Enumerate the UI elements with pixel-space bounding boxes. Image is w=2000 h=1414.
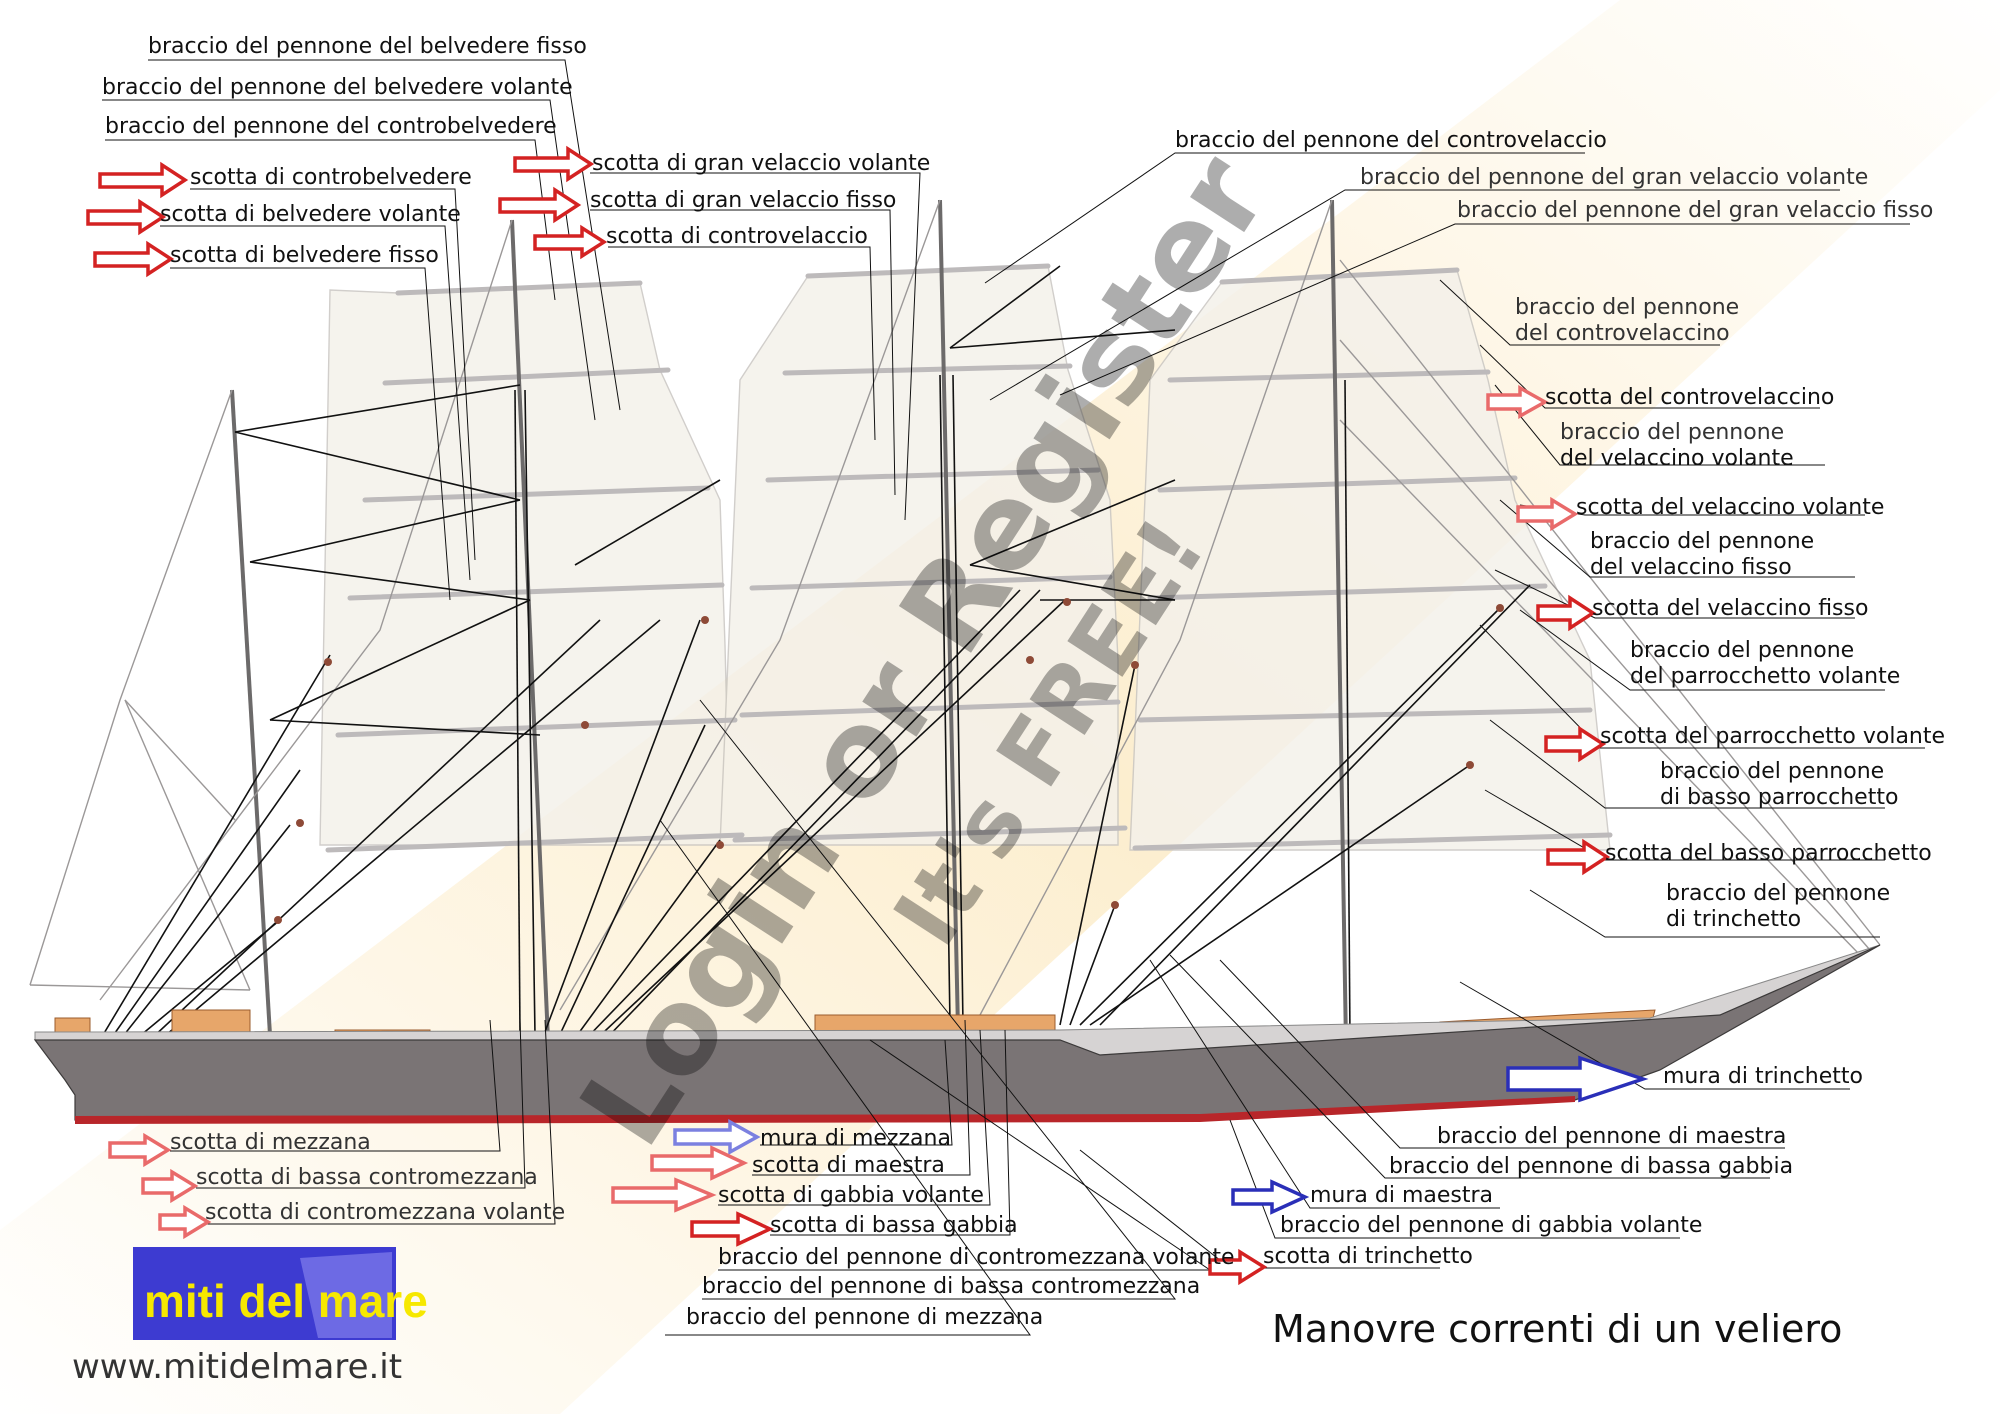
label-scotta-controvelaccino: scotta del controvelaccino: [1545, 385, 1834, 410]
label-scotta-controbelvedere: scotta di controbelvedere: [190, 165, 472, 190]
label-braccio-gran-velaccio-fisso: braccio del pennone del gran velaccio fi…: [1457, 198, 1933, 223]
arrow-scotta-belvedere-volante: [86, 198, 167, 236]
label-braccio-bassa-gabbia: braccio del pennone di bassa gabbia: [1389, 1154, 1793, 1179]
label-braccio-contromezzana-volante: braccio del pennone di contromezzana vol…: [718, 1245, 1235, 1270]
label-braccio-velaccino-fisso-1: braccio del pennone: [1590, 529, 1814, 554]
arrow-scotta-controvelaccino: [1486, 385, 1549, 419]
label-scotta-bassa-gabbia: scotta di bassa gabbia: [770, 1213, 1018, 1238]
diagram-title: Manovre correnti di un veliero: [1272, 1307, 1842, 1351]
label-scotta-bassa-contromezzana: scotta di bassa contromezzana: [196, 1165, 538, 1190]
arrow-scotta-gabbia-volante: [611, 1177, 717, 1213]
label-braccio-gabbia-volante: braccio del pennone di gabbia volante: [1280, 1213, 1702, 1238]
label-braccio-parrocchetto-volante-1: braccio del pennone: [1630, 638, 1854, 663]
website-url: www.mitidelmare.it: [72, 1347, 402, 1387]
label-mura-trinchetto: mura di trinchetto: [1663, 1064, 1863, 1089]
arrow-scotta-mezzana: [108, 1132, 172, 1168]
rigging-blocks: [274, 598, 1504, 924]
label-braccio-velaccino-volante-2: del velaccino volante: [1560, 446, 1794, 471]
label-braccio-controvelaccino-1: braccio del pennone: [1515, 295, 1739, 320]
label-scotta-gran-velaccio-fisso: scotta di gran velaccio fisso: [590, 188, 896, 213]
label-braccio-basso-parrocchetto-2: di basso parrocchetto: [1660, 785, 1898, 810]
arrow-scotta-bassa-gabbia: [690, 1211, 775, 1247]
label-braccio-maestra: braccio del pennone di maestra: [1437, 1124, 1786, 1149]
main-sails: [719, 265, 1119, 846]
label-braccio-belvedere-volante: braccio del pennone del belvedere volant…: [102, 75, 573, 100]
label-scotta-trinchetto: scotta di trinchetto: [1263, 1244, 1473, 1269]
label-braccio-velaccino-volante-1: braccio del pennone: [1560, 420, 1784, 445]
logo: miti del mare: [133, 1247, 428, 1340]
arrow-scotta-gran-velaccio-volante: [513, 145, 595, 183]
logo-text: miti del mare: [144, 1275, 428, 1327]
label-scotta-contromezzana-volante: scotta di contromezzana volante: [205, 1200, 565, 1225]
label-scotta-gran-velaccio-volante: scotta di gran velaccio volante: [592, 151, 930, 176]
label-mura-mezzana: mura di mezzana: [760, 1126, 951, 1151]
arrows: [86, 145, 1649, 1286]
arrow-mura-maestra: [1231, 1179, 1310, 1215]
label-braccio-parrocchetto-volante-2: del parrocchetto volante: [1630, 664, 1900, 689]
arrow-scotta-parrocchetto-volante: [1544, 725, 1607, 763]
keel-stripe: [75, 1096, 1575, 1124]
label-braccio-trinchetto-1: braccio del pennone: [1666, 881, 1890, 906]
label-braccio-velaccino-fisso-2: del velaccino fisso: [1590, 555, 1792, 580]
mizzen-sails: [319, 282, 731, 846]
arrow-mura-trinchetto: [1506, 1055, 1649, 1103]
label-scotta-mezzana: scotta di mezzana: [170, 1130, 371, 1155]
arrow-scotta-maestra: [650, 1145, 749, 1181]
sails: [319, 265, 1611, 851]
arrow-scotta-velaccino-fisso: [1536, 594, 1597, 632]
label-braccio-controvelaccio: braccio del pennone del controvelaccio: [1175, 128, 1607, 153]
label-braccio-belvedere-fisso: braccio del pennone del belvedere fisso: [148, 34, 587, 59]
arrow-mura-mezzana: [673, 1119, 761, 1155]
arrow-scotta-gran-velaccio-fisso: [498, 186, 582, 224]
labels: braccio del pennone del belvedere fisso …: [102, 34, 1945, 1330]
arrow-scotta-trinchetto: [1208, 1248, 1268, 1286]
masts: [230, 199, 1348, 1046]
label-braccio-basso-parrocchetto-1: braccio del pennone: [1660, 759, 1884, 784]
label-scotta-belvedere-fisso: scotta di belvedere fisso: [170, 243, 439, 268]
label-scotta-parrocchetto-volante: scotta del parrocchetto volante: [1600, 724, 1945, 749]
label-braccio-mezzana: braccio del pennone di mezzana: [686, 1305, 1043, 1330]
arrow-scotta-controvelaccio: [533, 224, 608, 260]
label-braccio-bassa-contromezzana: braccio del pennone di bassa contromezza…: [702, 1274, 1200, 1299]
label-braccio-controbelvedere: braccio del pennone del controbelvedere: [105, 114, 557, 139]
running-rigging: [99, 265, 1531, 1046]
label-scotta-velaccino-fisso: scotta del velaccino fisso: [1592, 596, 1868, 621]
label-scotta-basso-parrocchetto: scotta del basso parrocchetto: [1605, 841, 1932, 866]
arrow-scotta-contromezzana-volante: [158, 1204, 212, 1240]
label-scotta-maestra: scotta di maestra: [752, 1153, 945, 1178]
arrow-scotta-belvedere-fisso: [93, 240, 175, 278]
fore-sails: [1129, 269, 1611, 851]
arrow-scotta-controbelvedere: [98, 161, 189, 199]
label-scotta-velaccino-volante: scotta del velaccino volante: [1576, 495, 1884, 520]
label-braccio-trinchetto-2: di trinchetto: [1666, 907, 1801, 932]
standing-rigging: [29, 199, 1881, 1016]
label-braccio-controvelaccino-2: del controvelaccino: [1515, 321, 1730, 346]
arrow-scotta-velaccino-volante: [1516, 496, 1579, 532]
arrow-scotta-bassa-contromezzana: [141, 1168, 199, 1204]
label-scotta-controvelaccio: scotta di controvelaccio: [606, 224, 868, 249]
label-scotta-belvedere-volante: scotta di belvedere volante: [160, 202, 461, 227]
label-scotta-gabbia-volante: scotta di gabbia volante: [718, 1183, 984, 1208]
label-mura-maestra: mura di maestra: [1310, 1183, 1493, 1208]
arrow-scotta-basso-parrocchetto: [1546, 838, 1611, 876]
label-braccio-gran-velaccio-volante: braccio del pennone del gran velaccio vo…: [1360, 165, 1868, 190]
